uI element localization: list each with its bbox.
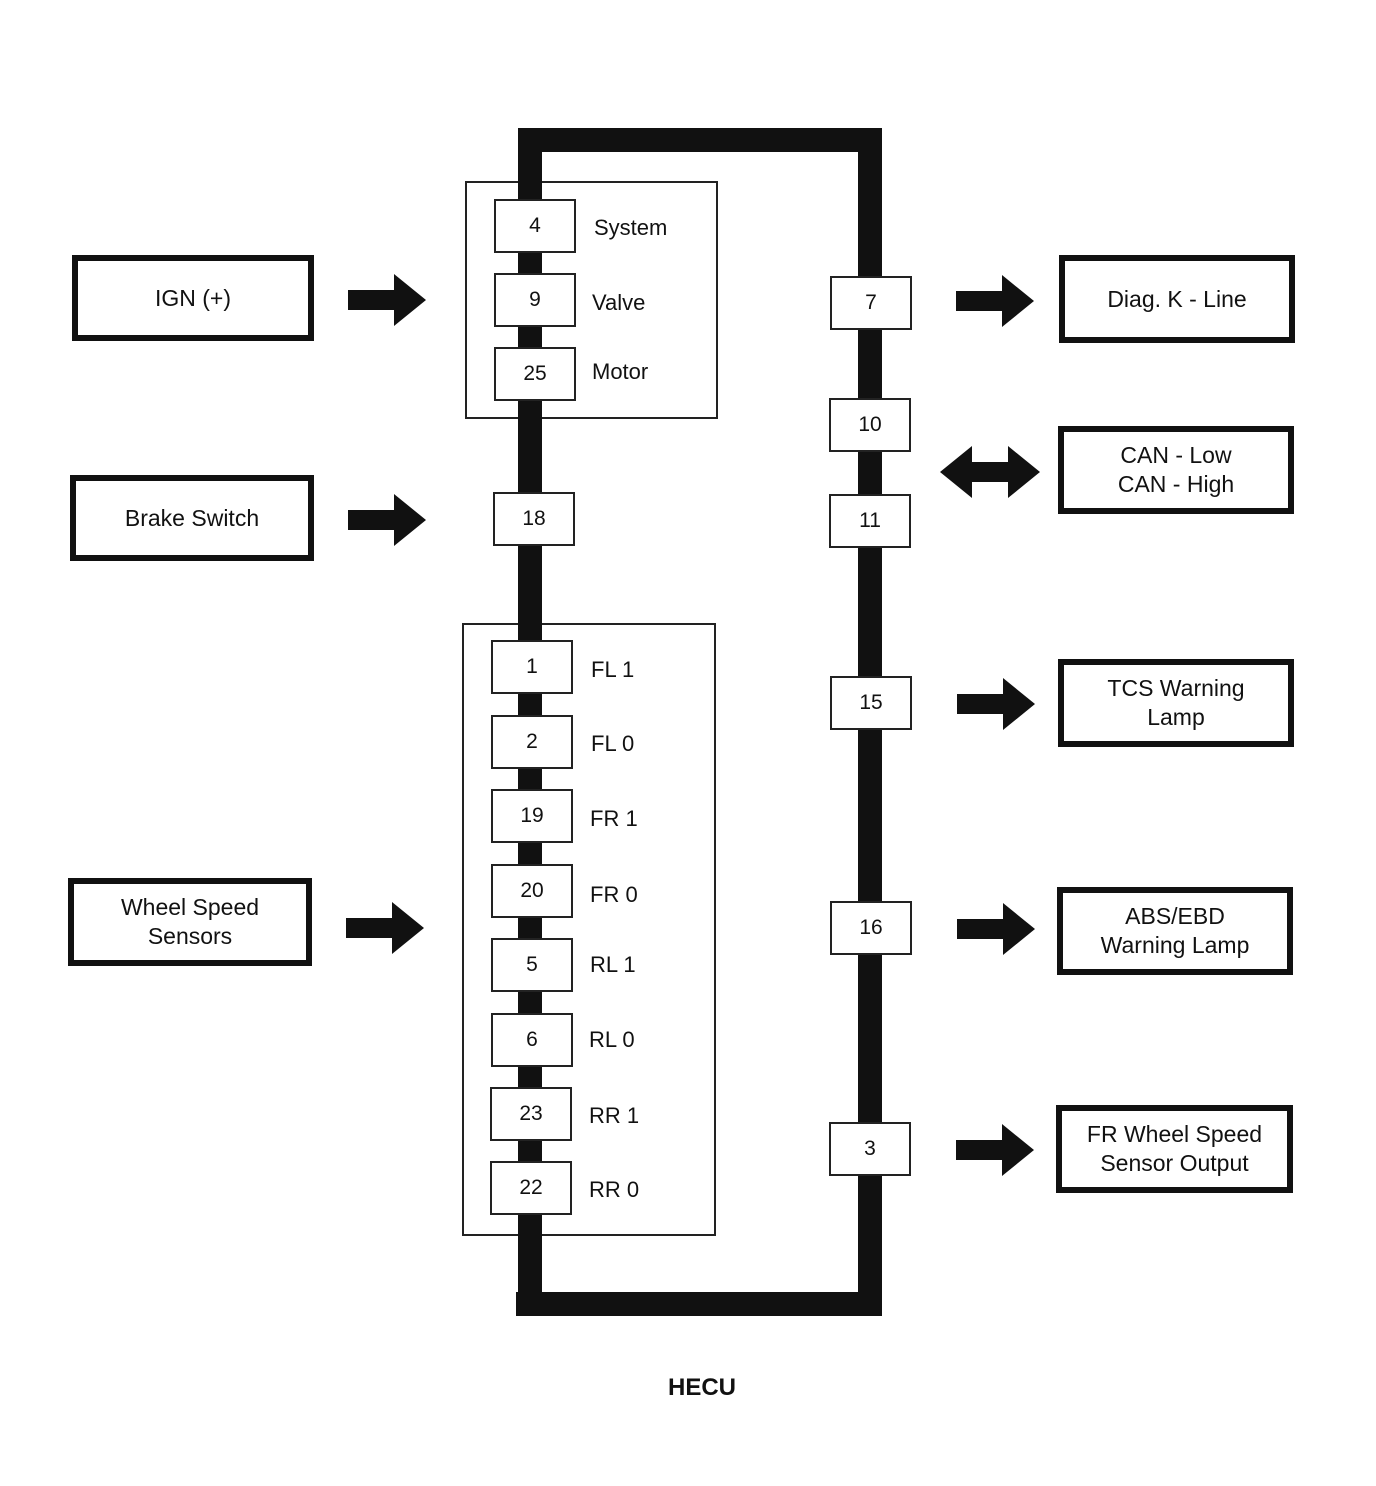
pin-25-label: Motor (592, 359, 649, 384)
brake-arrow-icon (348, 494, 426, 546)
tcs-warning-lamp-box: TCS Warning Lamp (1058, 659, 1294, 747)
diag-arrow-icon (956, 275, 1034, 327)
pin-5: 5 (491, 938, 573, 992)
brake-switch-box: Brake Switch (70, 475, 314, 561)
pin-4-label: System (594, 215, 668, 240)
ign-arrow-icon (348, 274, 426, 326)
pin-25: 25 (494, 347, 576, 401)
pin-18: 18 (493, 492, 575, 546)
pin-22: 22 (490, 1161, 572, 1215)
diag-k-line-label: Diag. K - Line (1107, 285, 1247, 312)
can-low-label: CAN - Low (1120, 442, 1232, 468)
pin-4: 4 (494, 199, 576, 253)
ign-box: IGN (+) (72, 255, 314, 341)
diag-k-line-box: Diag. K - Line (1059, 255, 1295, 343)
hecu-bus-top (518, 128, 882, 152)
wheel-speed-sensors-box: Wheel Speed Sensors (68, 878, 312, 966)
pin-10: 10 (829, 398, 911, 452)
pin-22-label: RR 0 (589, 1177, 640, 1202)
tcs-line-1: TCS Warning (1107, 675, 1245, 701)
pin-20-label: FR 0 (590, 882, 638, 907)
pin-23-label: RR 1 (589, 1103, 640, 1128)
wheel-speed-sensors-line-2: Sensors (147, 923, 233, 949)
can-high-label: CAN - High (1117, 471, 1235, 497)
pin-16: 16 (830, 901, 912, 955)
pin-19-label: FR 1 (590, 806, 638, 831)
pin-15: 15 (830, 676, 912, 730)
wheel-sensors-arrow-icon (346, 902, 424, 954)
pin-6-label: RL 0 (589, 1027, 635, 1052)
pin-11: 11 (829, 494, 911, 548)
fr-output-arrow-icon (956, 1124, 1034, 1176)
pin-5-label: RL 1 (590, 952, 636, 977)
fr-output-line-2: Sensor Output (1100, 1150, 1249, 1176)
pin-20: 20 (491, 864, 573, 918)
can-double-arrow-icon (940, 446, 1040, 498)
ign-label: IGN (+) (154, 284, 232, 311)
abs-ebd-warning-lamp-box: ABS/EBD Warning Lamp (1057, 887, 1293, 975)
can-bus-box: CAN - Low CAN - High (1058, 426, 1294, 514)
pin-9: 9 (494, 273, 576, 327)
pin-1-label: FL 1 (591, 657, 635, 682)
tcs-arrow-icon (957, 678, 1035, 730)
pin-19: 19 (491, 789, 573, 843)
fr-output-line-1: FR Wheel Speed (1086, 1121, 1263, 1147)
pin-1: 1 (491, 640, 573, 694)
hecu-bus-bottom (516, 1292, 880, 1316)
pin-2-label: FL 0 (591, 731, 635, 756)
wheel-speed-sensors-line-1: Wheel Speed (120, 894, 260, 920)
abs-line-2: Warning Lamp (1100, 932, 1250, 958)
pin-7: 7 (830, 276, 912, 330)
pin-6: 6 (491, 1013, 573, 1067)
pin-3: 3 (829, 1122, 911, 1176)
brake-switch-label: Brake Switch (124, 504, 260, 531)
abs-line-1: ABS/EBD (1125, 903, 1225, 929)
tcs-line-2: Lamp (1147, 704, 1205, 730)
pin-9-label: Valve (592, 290, 646, 315)
pin-23: 23 (490, 1087, 572, 1141)
fr-wheel-speed-output-box: FR Wheel Speed Sensor Output (1056, 1105, 1293, 1193)
hecu-caption: HECU (668, 1374, 737, 1401)
abs-arrow-icon (957, 903, 1035, 955)
pin-2: 2 (491, 715, 573, 769)
